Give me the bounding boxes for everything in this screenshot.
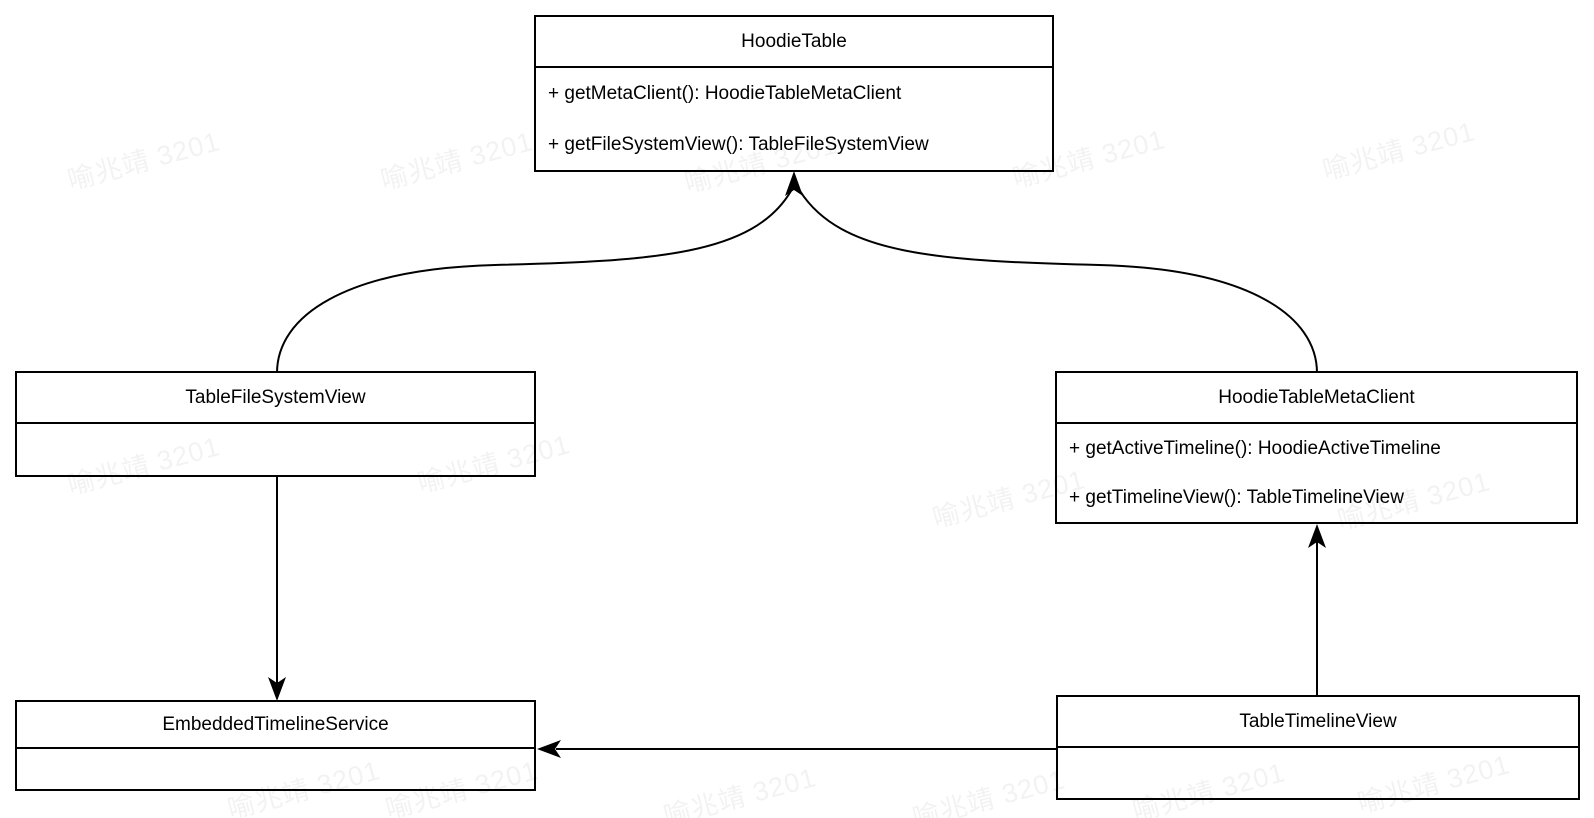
class-methods-hoodietable: + getMetaClient(): HoodieTableMetaClient…	[536, 68, 1052, 170]
edge-tablefilesystemview-to-hoodietable	[276, 190, 792, 374]
class-name-tablefilesystemview: TableFileSystemView	[17, 373, 534, 424]
class-name-tabletimelineview: TableTimelineView	[1058, 697, 1578, 748]
class-box-embeddedtimelineservice: EmbeddedTimelineService	[15, 700, 536, 791]
class-methods-embeddedtimelineservice	[17, 749, 534, 789]
watermark: 喻兆靖 3201	[377, 126, 537, 196]
method-item: + getTimelineView(): TableTimelineView	[1069, 487, 1404, 508]
class-box-tabletimelineview: TableTimelineView	[1056, 695, 1580, 800]
class-box-hoodietable: HoodieTable + getMetaClient(): HoodieTab…	[534, 15, 1054, 172]
method-item: + getFileSystemView(): TableFileSystemVi…	[548, 134, 929, 155]
method-item: + getActiveTimeline(): HoodieActiveTimel…	[1069, 438, 1441, 459]
class-box-tablefilesystemview: TableFileSystemView	[15, 371, 536, 477]
method-item: + getMetaClient(): HoodieTableMetaClient	[548, 83, 902, 104]
arrowhead-up-into-hoodietablemetaclient	[1308, 524, 1326, 548]
arrowhead-left-into-embeddedtimelineservice	[537, 740, 561, 758]
class-methods-tablefilesystemview	[17, 424, 534, 475]
watermark: 喻兆靖 3201	[64, 126, 224, 196]
class-name-hoodietable: HoodieTable	[536, 17, 1052, 68]
arrowhead-up-into-hoodietable	[785, 171, 803, 196]
class-name-hoodietablemetaclient: HoodieTableMetaClient	[1057, 373, 1576, 424]
edge-hoodietablemetaclient-to-hoodietable	[799, 190, 1318, 374]
watermark: 喻兆靖 3201	[1319, 116, 1479, 186]
class-methods-tabletimelineview	[1058, 748, 1578, 798]
class-methods-hoodietablemetaclient: + getActiveTimeline(): HoodieActiveTimel…	[1057, 424, 1576, 522]
watermark: 喻兆靖 3201	[909, 764, 1069, 818]
arrowhead-down-into-embeddedtimelineservice	[268, 677, 286, 701]
watermark: 喻兆靖 3201	[660, 762, 820, 818]
class-box-hoodietablemetaclient: HoodieTableMetaClient + getActiveTimelin…	[1055, 371, 1578, 524]
class-name-embeddedtimelineservice: EmbeddedTimelineService	[17, 702, 534, 749]
